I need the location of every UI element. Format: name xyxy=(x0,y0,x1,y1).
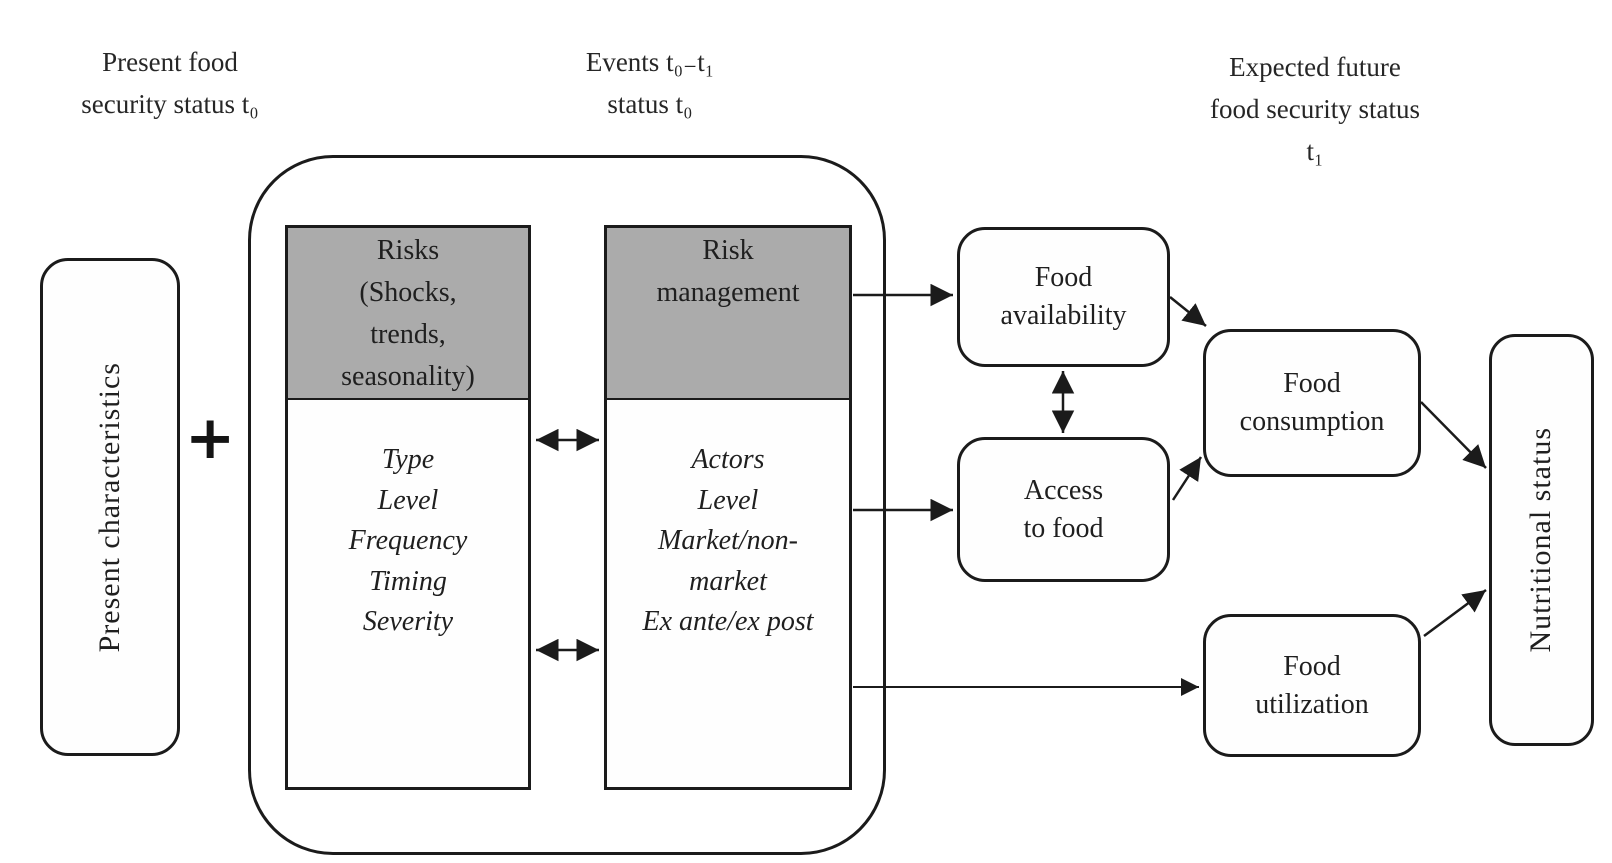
food-availability-box: Food availability xyxy=(957,227,1170,367)
arrow-access-to-consumption xyxy=(1171,456,1203,501)
risk-management-header: Risk management xyxy=(607,228,849,400)
plus-operator: + xyxy=(185,403,236,473)
risk-management-box: Risk management Actors Level Market/non-… xyxy=(604,225,852,790)
food-utilization-box: Food utilization xyxy=(1203,614,1421,757)
risks-box: Risks (Shocks, trends, seasonality) Type… xyxy=(285,225,531,790)
present-characteristics-box: Present characteristics xyxy=(40,258,180,756)
column-header-events: Events t₀₋t₁ status t₀ xyxy=(585,47,715,119)
arrow-availability-to-consumption xyxy=(1169,296,1207,327)
arrow-utilization-to-nutrition xyxy=(1423,588,1487,638)
nutritional-status-box: Nutritional status xyxy=(1489,334,1594,746)
column-header-present-status: Present food security status t₀ xyxy=(81,47,259,119)
food-consumption-box: Food consumption xyxy=(1203,329,1421,477)
risks-attributes-list: Type Level Frequency Timing Severity xyxy=(348,444,468,638)
access-to-food-box: Access to food xyxy=(957,437,1170,582)
arrow-consumption-to-nutrition xyxy=(1420,401,1487,469)
present-characteristics-label: Present characteristics xyxy=(92,361,126,653)
nutritional-status-label: Nutritional status xyxy=(1524,427,1558,653)
events-container-frame xyxy=(248,155,886,855)
risk-management-attributes-list: Actors Level Market/non- market Ex ante/… xyxy=(642,444,814,638)
column-header-expected-status: Expected future food security status t₁ xyxy=(1210,52,1420,166)
risks-header: Risks (Shocks, trends, seasonality) xyxy=(288,228,528,400)
